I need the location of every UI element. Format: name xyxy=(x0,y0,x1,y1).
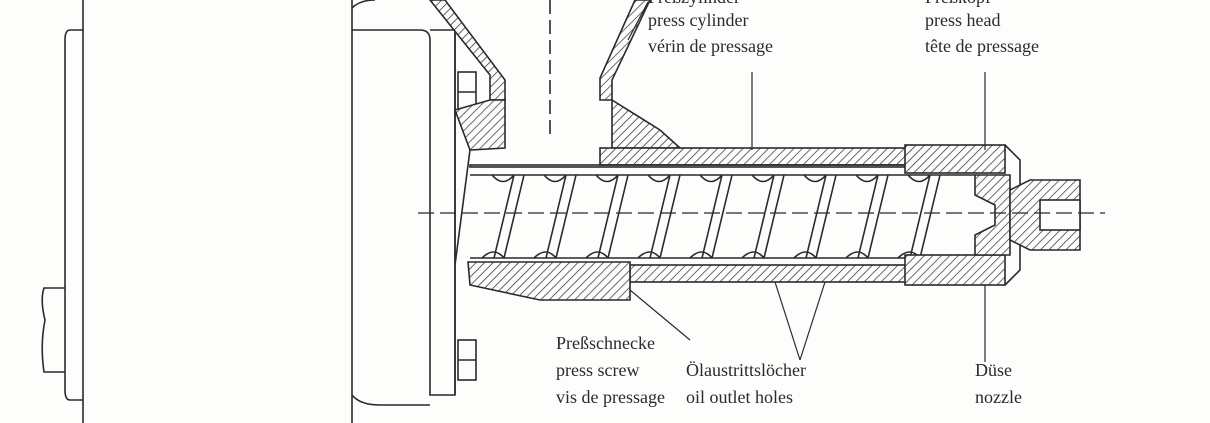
screw-flight xyxy=(689,174,733,259)
label-cylinder-en: press cylinder xyxy=(648,10,749,30)
screw-flight xyxy=(845,174,889,259)
label-screw-de: Preßschnecke xyxy=(556,333,655,353)
label-nozzle-de: Düse xyxy=(975,360,1012,380)
nozzle xyxy=(1009,179,1081,251)
label-screw-en: press screw xyxy=(556,360,640,380)
screw-flight xyxy=(585,174,629,259)
label-head-fr: tête de pressage xyxy=(925,36,1039,56)
screw-flight xyxy=(793,174,837,259)
mounting-plate xyxy=(351,0,456,423)
label-head-de: Preßkopf xyxy=(925,0,991,10)
press-screw xyxy=(470,174,975,259)
press-cylinder xyxy=(454,147,911,301)
bolt-bottom xyxy=(457,339,477,381)
label-nozzle-en: nozzle xyxy=(975,387,1022,407)
screw-flight xyxy=(533,174,577,259)
motor-flange xyxy=(41,0,84,423)
press-head xyxy=(904,144,1021,286)
label-cylinder-fr: vérin de pressage xyxy=(648,36,773,56)
hopper xyxy=(428,0,683,151)
screw-flight xyxy=(637,174,681,259)
label-holes-de: Ölaustrittslöcher xyxy=(686,360,806,380)
screw-flight xyxy=(481,174,525,259)
label-cylinder-de: Preßzylinder xyxy=(648,0,740,10)
label-holes-en: oil outlet holes xyxy=(686,387,793,407)
label-screw-fr: vis de pressage xyxy=(556,387,665,407)
screw-flight xyxy=(741,174,785,259)
label-head-en: press head xyxy=(925,10,1001,30)
screw-flight xyxy=(897,174,941,259)
leader-lines xyxy=(627,1,986,362)
